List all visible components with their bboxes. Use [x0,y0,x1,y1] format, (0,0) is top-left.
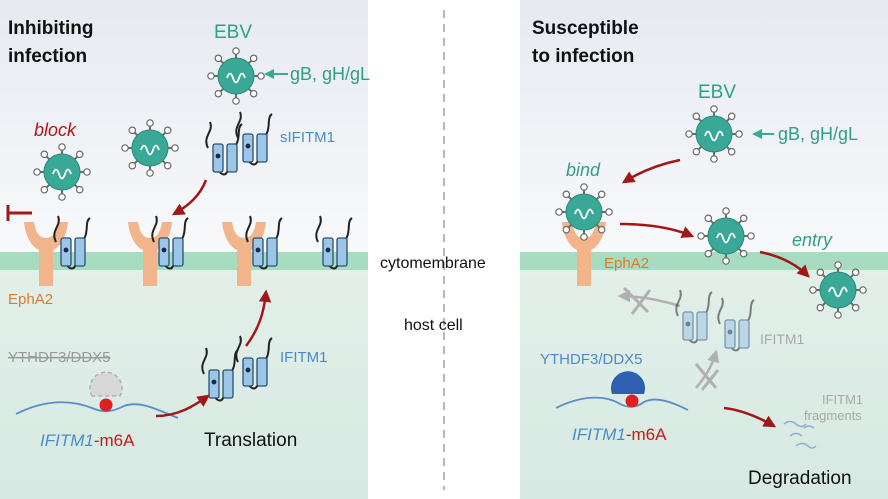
right-mrna-gene: IFITM1 [572,425,626,444]
left-mrna-mod: -m6A [94,431,135,450]
membrane-label: cytomembrane [380,255,486,272]
fragments-label-line1: IFITM1 [822,392,863,407]
entry-arrow-icon [759,250,810,278]
degradation-arrow-icon [723,406,777,428]
translation-label: Translation [204,430,297,451]
ebv-virus-icon [684,104,744,164]
entry-label: entry [792,230,833,250]
right-ebv-label: EBV [698,82,736,103]
internalized-virus-icon [808,260,868,320]
left-epha2-label: EphA2 [8,291,53,308]
m6a-mark-icon [625,394,639,408]
mrna-fragments-icon [783,420,817,449]
left-title-line1: Inhibiting [8,18,93,39]
faded-reader-icon [89,371,123,397]
ebv-virus-icon [206,46,266,106]
left-panel [0,0,368,499]
fragments-label-line2: fragments [804,408,862,423]
block-inhibition-icon [6,205,32,221]
blocked-translation-icon [694,349,720,391]
left-ifitm1-label: IFITM1 [280,349,328,366]
reader-protein-icon [611,371,645,394]
right-epha2-label: EphA2 [604,255,649,272]
left-title-line2: infection [8,46,87,67]
blocked-virus-icon [32,142,92,202]
bind-arrow-icon [621,158,681,184]
virus-icon [120,118,180,178]
left-reader-label: YTHDF3/DDX5 [8,349,111,366]
right-mrna-label: IFITM1-m6A [572,425,667,444]
block-label: block [34,120,77,140]
bind-label: bind [566,160,601,180]
m6a-mark-icon [99,398,113,412]
right-title-line2: to infection [532,46,634,67]
entry-arrow-icon [619,222,695,238]
translocation-arrow-icon [244,289,272,347]
entering-virus-icon [696,206,756,266]
degradation-label: Degradation [748,468,852,489]
left-membrane [0,252,368,270]
host-cell-label: host cell [404,317,463,334]
left-glyco-label: gB, gH/gL [290,64,370,84]
right-mrna-mod: -m6A [626,425,667,444]
sifitm1-arrow-icon [171,179,208,216]
translation-arrow-icon [155,394,211,418]
bound-virus-icon [554,182,614,242]
right-membrane [520,252,888,270]
sifitm1-label: sIFITM1 [280,129,335,146]
right-reader-label: YTHDF3/DDX5 [540,351,643,368]
blocked-trafficking-icon [617,286,681,315]
left-mrna-label: IFITM1-m6A [40,431,135,450]
right-glyco-label: gB, gH/gL [778,124,858,144]
right-ifitm1-label: IFITM1 [760,331,805,347]
left-mrna-gene: IFITM1 [40,431,94,450]
left-ebv-label: EBV [214,22,252,43]
right-title-line1: Susceptible [532,18,639,39]
